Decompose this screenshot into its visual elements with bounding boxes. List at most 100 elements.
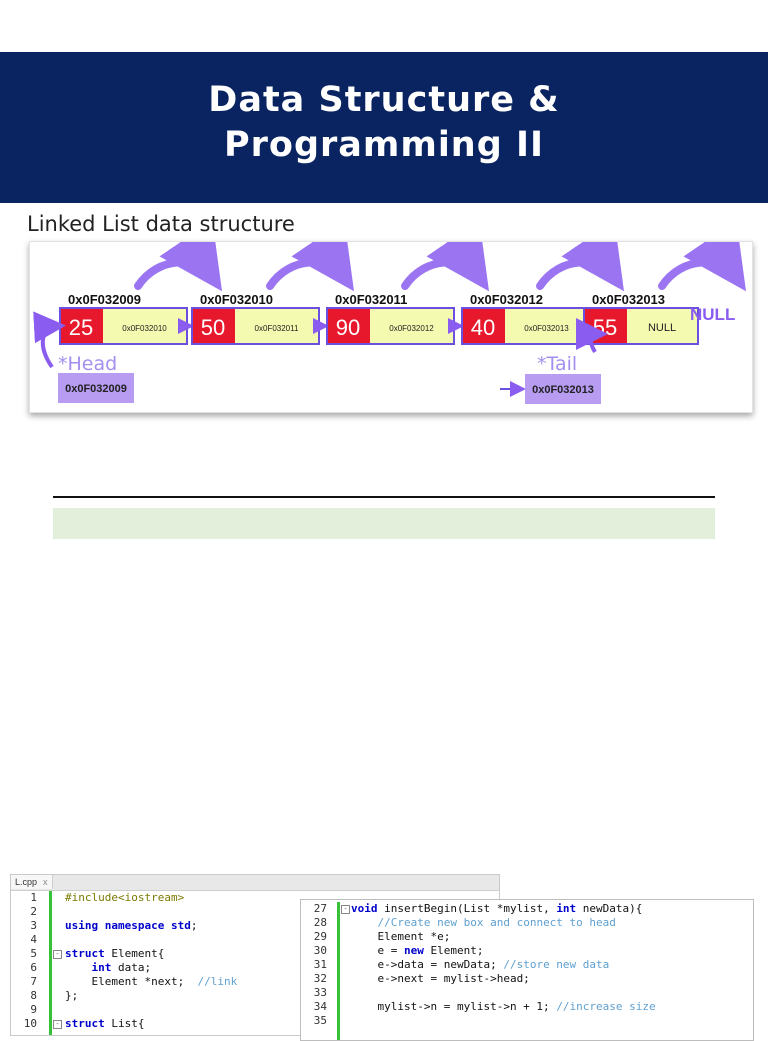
tail-value: 0x0F032013 [532, 384, 594, 396]
curved-link-arrow [658, 242, 747, 292]
code-token: Element *next; [65, 975, 198, 988]
code-token: e->data = newData; [351, 958, 504, 971]
fold-toggle-icon[interactable]: - [53, 1020, 62, 1029]
line-number: 6 [30, 961, 37, 974]
line-number: 27 [313, 902, 327, 915]
code-keyword: int [91, 961, 112, 974]
title-line-2: Programming II [223, 125, 545, 165]
code-line[interactable]: 4 [11, 933, 499, 947]
code-comment: //Create new box and connect to head [377, 916, 616, 929]
code-line[interactable]: 28 //Create new box and connect to head [301, 916, 753, 930]
node-value: 90 [336, 315, 360, 340]
tail-value-box [525, 374, 601, 404]
code-text: Element *next; //link [65, 975, 237, 989]
line-number: 5 [30, 947, 37, 960]
line-number: 33 [313, 986, 327, 999]
code-text: using namespace std; [65, 919, 197, 933]
head-label: *Head [58, 353, 117, 375]
node-value: 25 [69, 315, 93, 340]
node-next-pointer: 0x0F032013 [524, 324, 569, 333]
highlight-bar [53, 508, 715, 539]
code-token [98, 919, 105, 932]
head-value: 0x0F032009 [65, 383, 127, 395]
change-marker-gutter [49, 891, 52, 1035]
code-editor-insert-begin: 27 -void insertBegin(List *mylist, int ne… [300, 899, 754, 1041]
slide-title: Data Structure & Programming II [0, 78, 768, 168]
code-text: #include<iostream> [65, 891, 184, 905]
code-line[interactable]: 9 [11, 1003, 499, 1017]
code-keyword: struct [65, 947, 105, 960]
node-address-label: 0x0F032013 [592, 292, 665, 307]
tail-label: *Tail [537, 353, 577, 375]
line-number: 2 [30, 905, 37, 918]
divider-line [53, 496, 715, 498]
code-text: e = new Element; [351, 944, 483, 958]
code-line[interactable]: 1 #include<iostream> [11, 891, 499, 905]
code-line[interactable]: 30 e = new Element; [301, 944, 753, 958]
code-token: mylist->n = mylist->n + 1; [351, 1000, 557, 1013]
code-line[interactable]: 2 [11, 905, 499, 919]
code-line[interactable]: 8}; [11, 989, 499, 1003]
code-token [351, 916, 378, 929]
linked-list-diagram: 0x0F032009 25 0x0F032010 0x0F032010 50 0x0F03… [29, 241, 753, 413]
node-pointer-cell [235, 309, 318, 343]
line-number: 9 [30, 1003, 37, 1016]
line-number: 1 [30, 891, 37, 904]
node-value-cell [328, 309, 370, 343]
code-text: //Create new box and connect to head [351, 916, 616, 930]
node-pointer-cell [103, 309, 186, 343]
code-keyword: using [65, 919, 99, 932]
fold-toggle-icon[interactable]: - [341, 905, 350, 914]
line-number: 31 [313, 958, 327, 971]
code-preprocessor: #include<iostream> [65, 891, 185, 904]
line-number: 35 [313, 1014, 327, 1027]
node-address-label: 0x0F032009 [68, 292, 141, 307]
code-line[interactable]: 7 Element *next; //link [11, 975, 499, 989]
code-text: void insertBegin(List *mylist, int newDa… [351, 902, 642, 916]
code-line[interactable]: 5 -struct Element{ [11, 947, 499, 961]
code-text: }; [65, 989, 78, 1003]
node-next-pointer: 0x0F032012 [389, 324, 434, 333]
code-token: insertBegin(List *mylist, [377, 902, 557, 915]
code-token: Element{ [104, 947, 165, 960]
node-value-cell [61, 309, 103, 343]
code-line[interactable]: 35 [301, 1014, 753, 1028]
node-value: 40 [471, 315, 495, 340]
code-token: Element; [423, 944, 484, 957]
linked-list-svg: 0x0F032009 25 0x0F032010 0x0F032010 50 0x0F03… [33, 242, 747, 404]
node-next-pointer: 0x0F032010 [122, 324, 167, 333]
node-value: 50 [201, 315, 225, 340]
node-address-label: 0x0F032011 [335, 292, 407, 307]
code-line[interactable]: 32 e->next = mylist->head; [301, 972, 753, 986]
code-token: }; [65, 989, 79, 1002]
code-keyword: std [170, 919, 191, 932]
node-address-label: 0x0F032010 [200, 292, 273, 307]
code-comment: //increase size [556, 1000, 656, 1013]
line-number: 29 [313, 930, 327, 943]
line-number: 30 [313, 944, 327, 957]
line-number: 8 [30, 989, 37, 1002]
code-line[interactable]: 6 int data; [11, 961, 499, 975]
code-comment: //link [197, 975, 238, 988]
curved-link-arrow [134, 242, 223, 292]
code-token [164, 919, 171, 932]
fold-toggle-icon[interactable]: - [53, 950, 62, 959]
code-text: e->data = newData; //store new data [351, 958, 609, 972]
code-line[interactable]: 31 e->data = newData; //store new data [301, 958, 753, 972]
close-icon[interactable]: x [43, 877, 48, 887]
code-line[interactable]: 29 Element *e; [301, 930, 753, 944]
curved-link-arrow [536, 242, 625, 292]
null-label: NULL [690, 305, 735, 324]
node-value-cell [193, 309, 235, 343]
line-number: 28 [313, 916, 327, 929]
code-line[interactable]: 27 -void insertBegin(List *mylist, int ne… [301, 902, 753, 916]
line-number: 10 [23, 1017, 37, 1030]
editor-body: 27 -void insertBegin(List *mylist, int ne… [301, 902, 753, 1040]
code-line[interactable]: 33 [301, 986, 753, 1000]
code-line[interactable]: 34 mylist->n = mylist->n + 1; //increase… [301, 1000, 753, 1014]
node-pointer-cell [370, 309, 453, 343]
title-line-1: Data Structure & [208, 80, 560, 120]
